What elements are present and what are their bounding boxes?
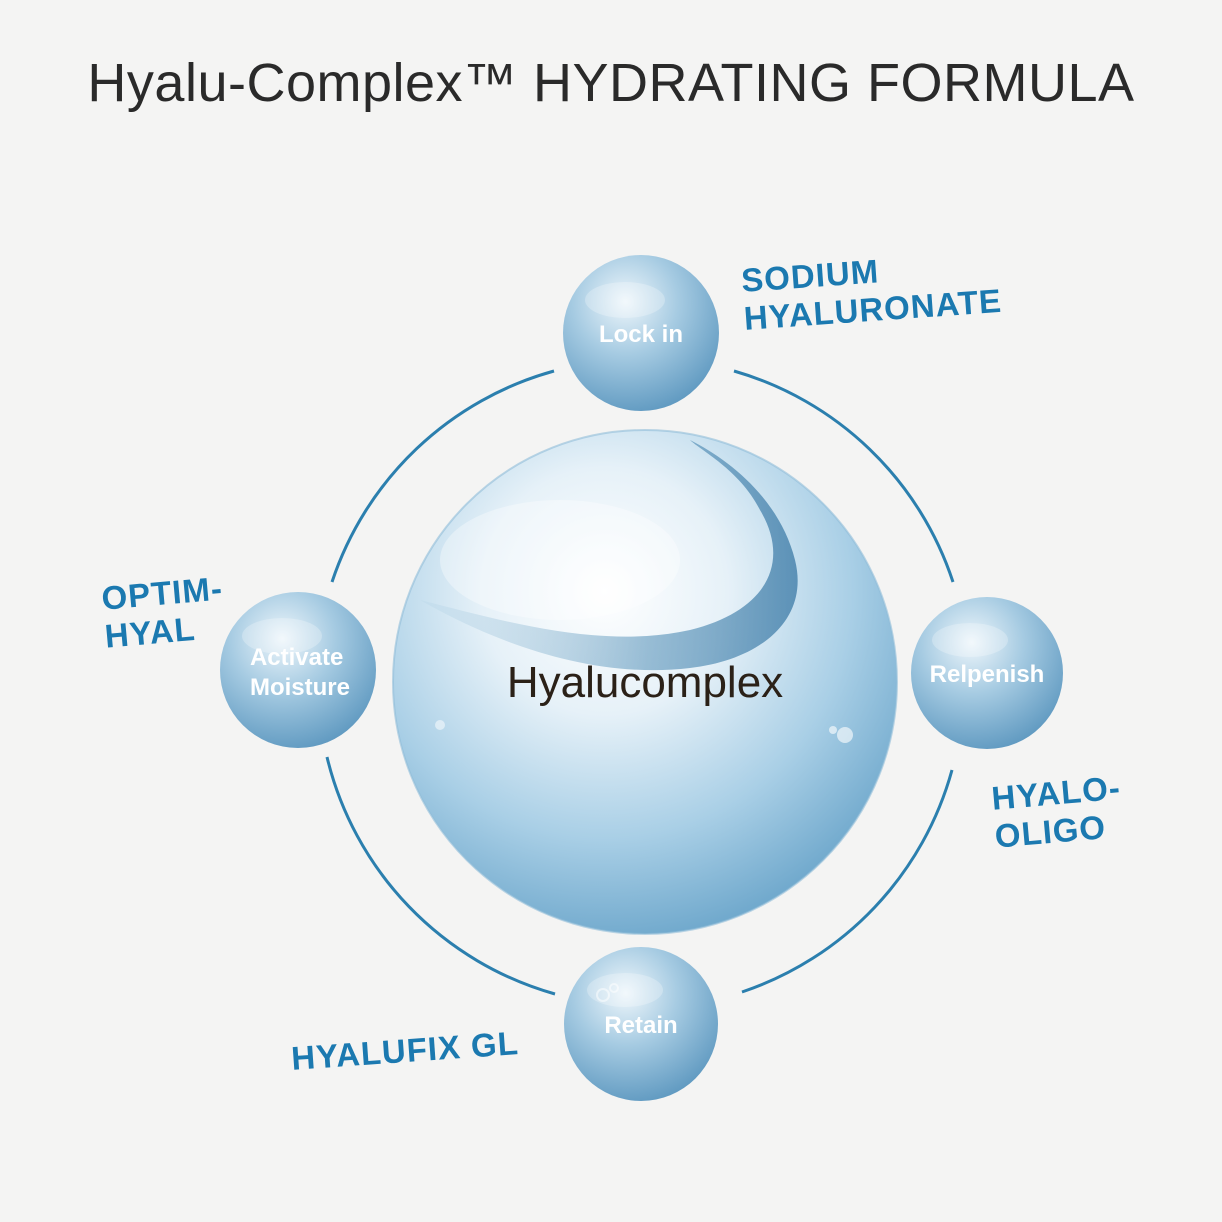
- node-top: Lock in: [563, 255, 719, 411]
- ring-arc-right-bottom: [741, 769, 954, 994]
- page-title: Hyalu-Complex™ HYDRATING FORMULA: [87, 53, 1135, 113]
- node-label-line: Retain: [604, 1012, 677, 1039]
- center-bubble: [392, 429, 898, 935]
- node-label-line: Activate: [250, 644, 343, 671]
- node-label-right: Relpenish: [930, 661, 1045, 688]
- node-label-line: Moisture: [250, 674, 350, 701]
- node-label-left: Activate Moisture: [250, 644, 350, 701]
- center-label: Hyalucomplex: [507, 658, 783, 707]
- node-left: Activate Moisture: [220, 592, 376, 748]
- ingredient-left: OPTIM- HYAL: [100, 569, 228, 655]
- ring-arc-top-right: [733, 369, 955, 583]
- node-bottom: Retain: [564, 947, 718, 1101]
- node-label-top: Lock in: [599, 321, 683, 348]
- ring-arc-left-top: [330, 369, 555, 583]
- node-label-line: Lock in: [599, 321, 683, 348]
- ring-arc-bottom-left: [325, 756, 556, 996]
- node-label-bottom: Retain: [604, 1012, 677, 1039]
- ingredient-right: HYALO- OLIGO: [990, 769, 1126, 856]
- node-right: Relpenish: [911, 597, 1063, 749]
- node-label-line: Relpenish: [930, 661, 1045, 688]
